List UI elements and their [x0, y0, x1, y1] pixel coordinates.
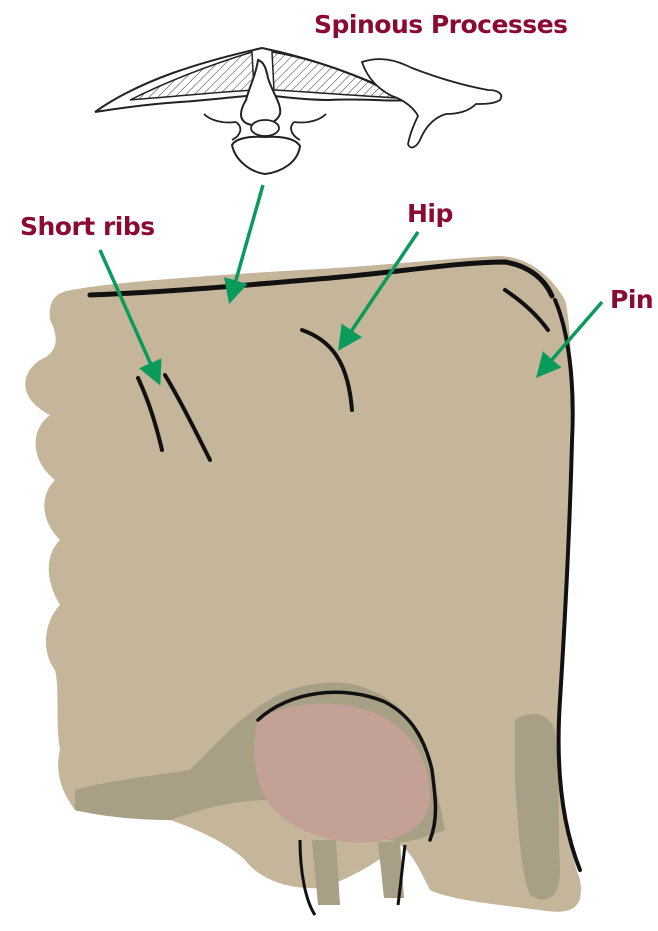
transverse-process-right	[291, 114, 326, 140]
label-spinous-processes: Spinous Processes	[314, 10, 568, 39]
vertebra-illustration	[95, 48, 501, 174]
transverse-process-left	[204, 114, 240, 140]
vertebral-body	[232, 137, 300, 174]
label-pin: Pin	[610, 285, 653, 314]
label-hip: Hip	[407, 199, 453, 228]
hand-sketch	[362, 59, 501, 147]
spinal-canal	[251, 120, 279, 136]
label-short-ribs: Short ribs	[20, 212, 155, 241]
cow-body	[25, 256, 581, 915]
teat-left	[312, 840, 340, 905]
